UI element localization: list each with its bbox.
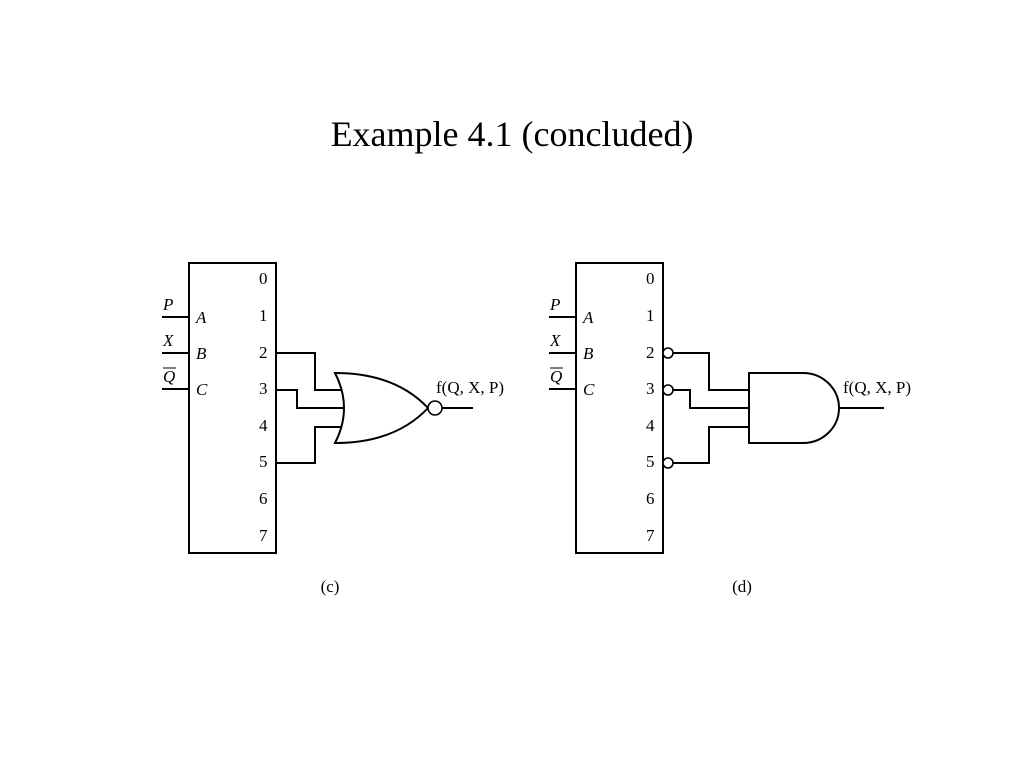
output-number-5-c: 5 (259, 452, 268, 471)
pin-label-c-c: C (196, 380, 208, 399)
output-bubble-5-d (662, 457, 674, 469)
output-bubble-2-d (662, 347, 674, 359)
decoder-block-d (575, 262, 664, 554)
output-number-7-c: 7 (259, 526, 268, 545)
output-number-6-d: 6 (646, 489, 655, 508)
output-number-4-d: 4 (646, 416, 655, 435)
output-number-0-d: 0 (646, 269, 655, 288)
wire-output-5-c (276, 426, 342, 464)
pin-label-b-c: B (196, 344, 207, 363)
pin-label-a-d: A (582, 308, 594, 327)
output-number-4-c: 4 (259, 416, 268, 435)
output-number-1-c: 1 (259, 306, 268, 325)
input-signal-q-c: Q (163, 367, 175, 386)
input-signal-q-d: Q (550, 367, 562, 386)
caption-c: (c) (321, 577, 340, 596)
pin-label-a-c: A (195, 308, 207, 327)
input-signal-p-c: P (162, 295, 173, 314)
output-number-2-d: 2 (646, 343, 655, 362)
wire-output-2-c (276, 352, 342, 391)
output-bubble-3-d (662, 384, 674, 396)
output-number-6-c: 6 (259, 489, 268, 508)
input-signal-x-c: X (162, 331, 174, 350)
and-gate (748, 372, 840, 444)
wire-output-5-d (673, 426, 749, 464)
pin-label-b-d: B (583, 344, 594, 363)
nor-output-bubble (427, 400, 443, 416)
output-label-c: f(Q, X, P) (436, 378, 504, 397)
nor-gate (333, 371, 430, 445)
pin-label-c-d: C (583, 380, 595, 399)
wire-output-3-c (276, 389, 346, 409)
diagram-c: P X Q A B C 0 1 2 3 4 5 6 7 f(Q, X, P) (… (162, 262, 504, 596)
output-number-2-c: 2 (259, 343, 268, 362)
wire-output-3-d (673, 389, 749, 409)
wire-output-2-d (673, 352, 749, 391)
diagram-d: P X Q A B C 0 1 2 3 4 5 6 7 f(Q, X, P) (… (549, 262, 911, 596)
output-number-5-d: 5 (646, 452, 655, 471)
output-number-3-c: 3 (259, 379, 268, 398)
output-number-1-d: 1 (646, 306, 655, 325)
output-label-d: f(Q, X, P) (843, 378, 911, 397)
output-number-7-d: 7 (646, 526, 655, 545)
slide-title: Example 4.1 (concluded) (330, 114, 694, 154)
input-signal-p-d: P (549, 295, 560, 314)
decoder-block-c (188, 262, 277, 554)
output-number-3-d: 3 (646, 379, 655, 398)
output-number-0-c: 0 (259, 269, 268, 288)
input-signal-x-d: X (549, 331, 561, 350)
caption-d: (d) (732, 577, 752, 596)
